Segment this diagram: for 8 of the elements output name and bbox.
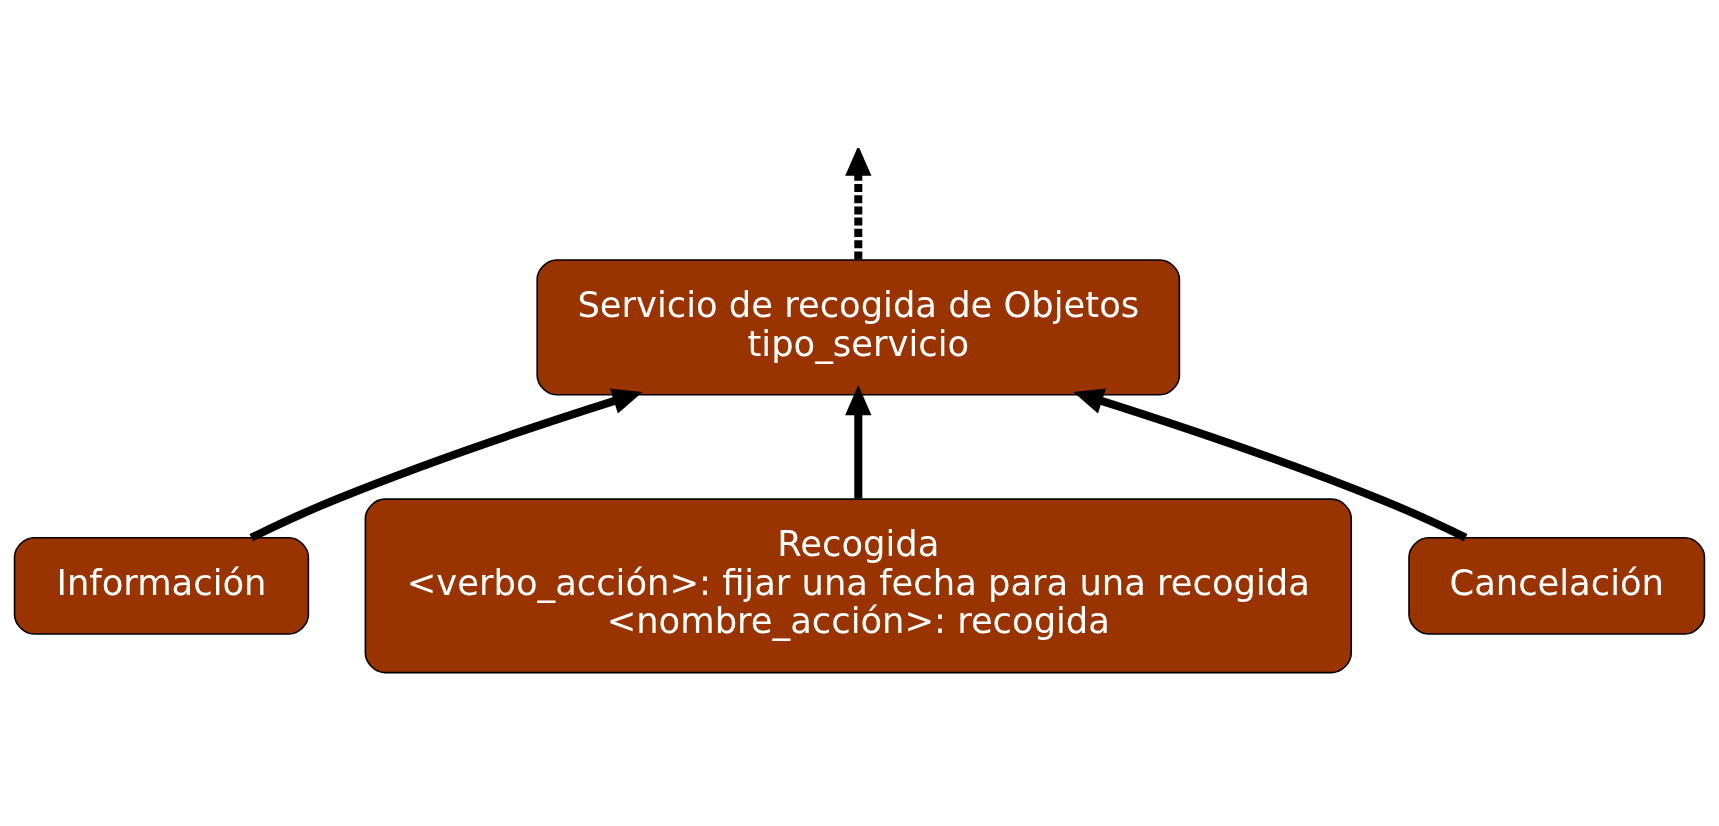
arrow xyxy=(845,147,872,259)
arrow xyxy=(1073,387,1468,541)
arrow xyxy=(249,388,643,541)
node-box: Recogida <verbo_acción>: fijar una fecha para una recogida <nombre_acción>: recogida xyxy=(364,497,1352,673)
arrow xyxy=(845,384,872,499)
node-box: Información xyxy=(13,536,310,635)
node-box: Cancelación xyxy=(1408,536,1706,635)
node-box: Servicio de recogida de Objetos tipo_servicio xyxy=(536,258,1181,396)
